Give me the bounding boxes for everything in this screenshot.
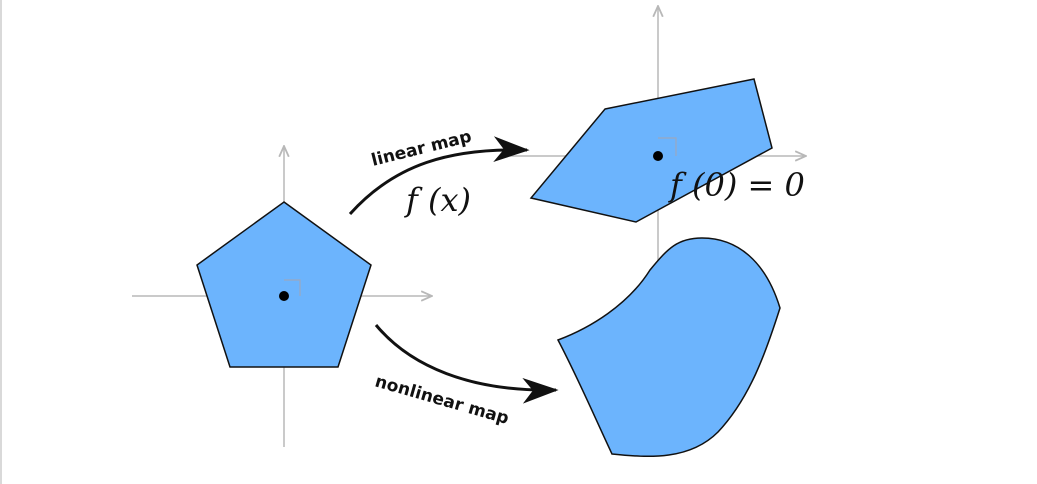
left-border bbox=[0, 0, 2, 484]
right-origin-dot bbox=[653, 151, 663, 161]
left-origin-dot bbox=[279, 291, 289, 301]
right-right-angle-marker bbox=[658, 137, 677, 156]
left-right-angle-marker bbox=[284, 279, 301, 296]
pentagon-shape bbox=[196, 201, 372, 368]
linear-mapped-shape bbox=[529, 78, 773, 223]
nonlinear-mapped-shape bbox=[556, 237, 781, 458]
linear-function-label: f (x) bbox=[404, 181, 471, 219]
linear-condition-label: f (0) = 0 bbox=[668, 166, 805, 204]
nonlinear-map-arrow bbox=[374, 324, 559, 404]
nonlinear-map-label: nonlinear map bbox=[373, 372, 511, 429]
linear-map-arrow bbox=[348, 136, 530, 216]
